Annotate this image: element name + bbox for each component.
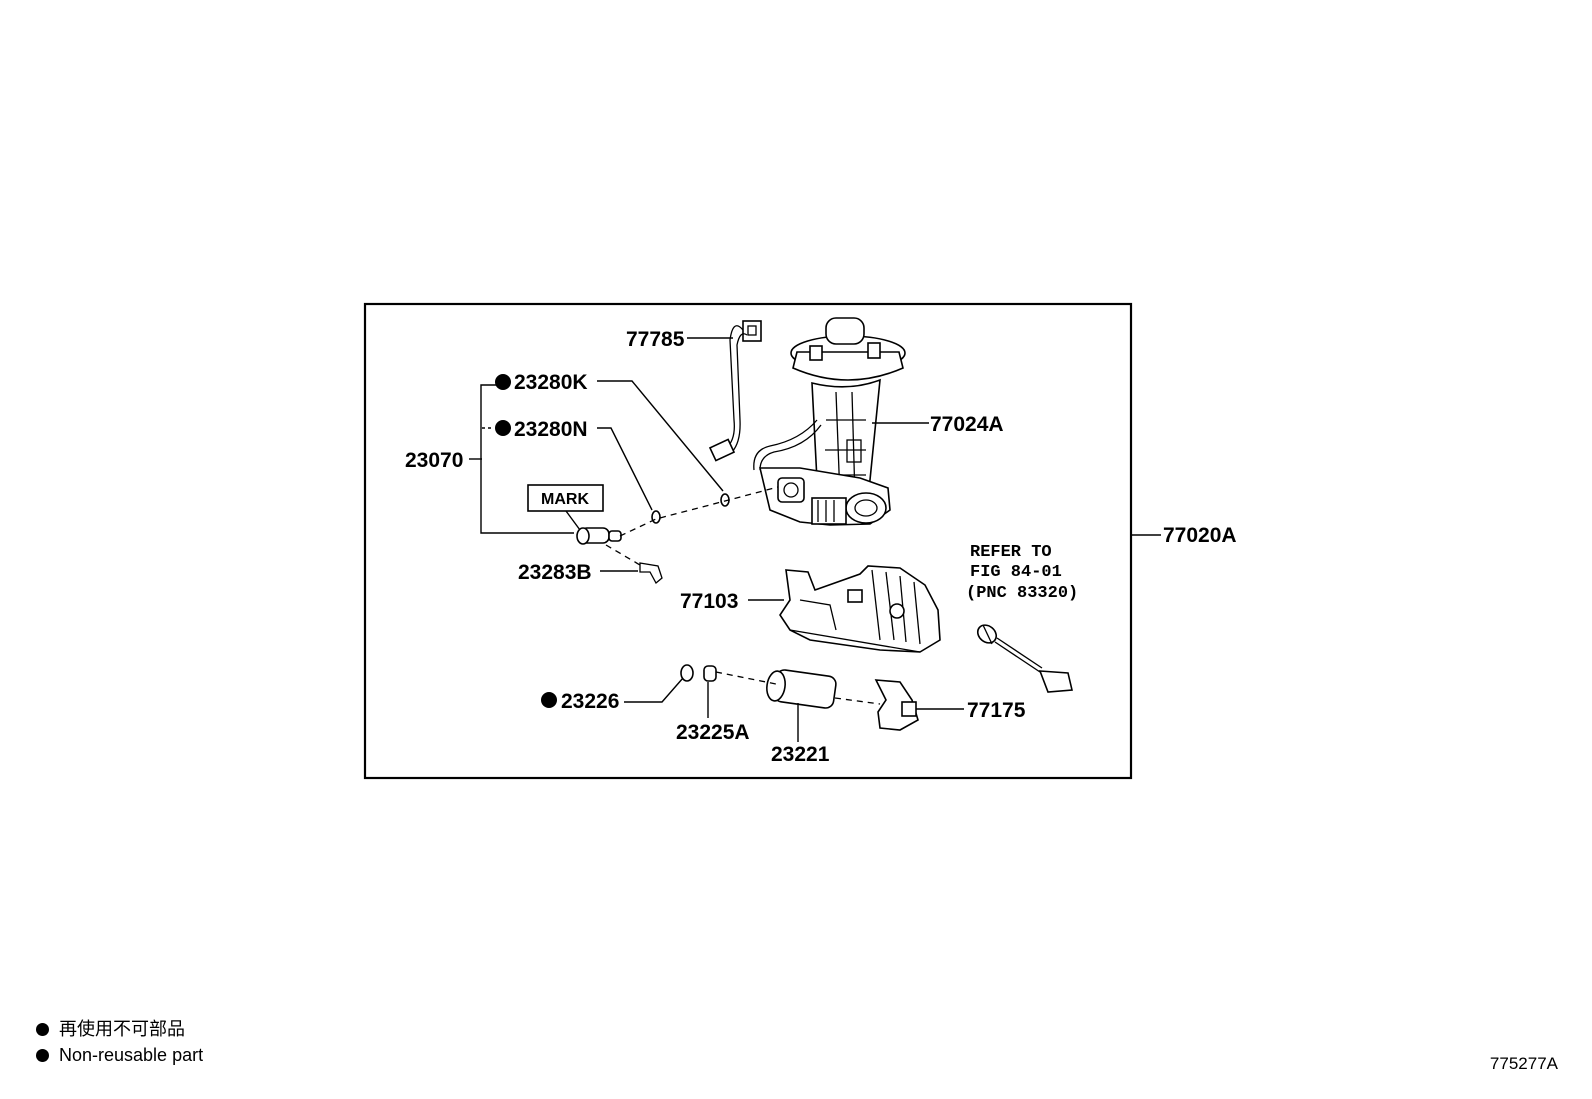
part-label-23221: 23221 <box>771 743 830 766</box>
part-label-23225A: 23225A <box>676 721 750 744</box>
figure-code: 775277A <box>1489 1054 1558 1073</box>
part-label-77020A: 77020A <box>1163 524 1237 547</box>
non-reusable-marker <box>541 692 557 708</box>
connector-23070 <box>576 527 622 545</box>
fuel-pump-23221 <box>766 669 837 709</box>
mark-label: MARK <box>541 491 589 508</box>
refer-line-2: FIG 84-01 <box>970 563 1062 582</box>
legend-row-english: Non-reusable part <box>36 1042 203 1068</box>
part-label-77785: 77785 <box>626 328 685 351</box>
sender-gauge-wire-77785 <box>708 320 762 462</box>
cushion-23225A <box>703 665 717 682</box>
non-reusable-dot-icon <box>36 1048 49 1062</box>
part-label-77175: 77175 <box>967 699 1026 722</box>
legend-japanese: 再使用不可部品 <box>59 1019 185 1039</box>
part-label-23226: 23226 <box>561 690 619 713</box>
bracket-77103 <box>779 565 941 653</box>
part-label-23280K: 23280K <box>514 371 588 394</box>
part-label-77024A: 77024A <box>930 413 1004 436</box>
refer-line-1: REFER TO <box>970 543 1052 562</box>
gasket-23226 <box>680 664 694 682</box>
non-reusable-dot-icon <box>36 1022 49 1036</box>
assembly-frame <box>363 302 1133 780</box>
part-label-23280N: 23280N <box>514 418 588 441</box>
legend-english: Non-reusable part <box>59 1045 204 1065</box>
retainer-clip-23283B <box>639 562 663 585</box>
part-label-23283B: 23283B <box>518 561 592 584</box>
part-label-77103: 77103 <box>680 590 738 613</box>
mark-box <box>527 484 604 512</box>
o-ring-23280N <box>651 510 661 524</box>
non-reusable-marker <box>495 374 511 390</box>
fuel-level-sender-ref <box>976 624 1073 693</box>
legend: 再使用不可部品 Non-reusable part <box>36 1016 203 1068</box>
bracket-77175 <box>874 679 919 731</box>
part-label-23070: 23070 <box>405 449 463 472</box>
non-reusable-marker <box>495 420 511 436</box>
legend-row-japanese: 再使用不可部品 <box>36 1016 203 1042</box>
fuel-pump-assembly-77024A <box>753 317 906 526</box>
refer-line-3: (PNC 83320) <box>966 584 1078 603</box>
